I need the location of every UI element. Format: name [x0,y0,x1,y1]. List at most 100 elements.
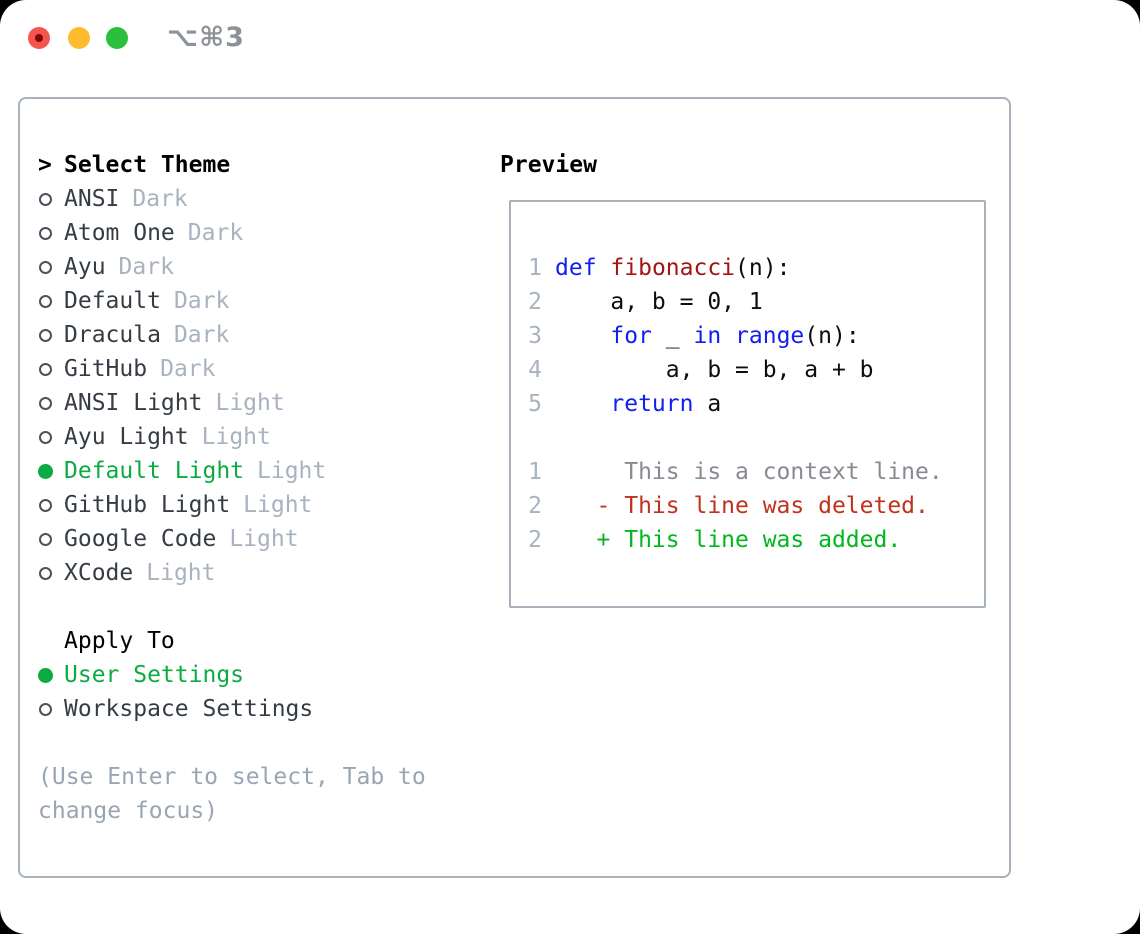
code-content: + This line was added. [555,523,902,557]
code-line: 5 return a [511,387,984,421]
code-token [721,323,735,349]
code-line: 1 def fibonacci(n): [511,251,984,285]
preview-title: Preview [500,152,597,178]
theme-item-ansi-light[interactable]: ANSI Light Light [38,386,478,420]
code-token [555,391,610,417]
theme-item-dracula[interactable]: Dracula Dark [38,318,478,352]
code-line: 2 a, b = 0, 1 [511,285,984,319]
spacer [38,590,478,624]
theme-variant: Light [201,424,271,450]
theme-name: Atom One [64,220,175,246]
theme-variant: Dark [173,322,230,348]
code-line: 1 This is a context line. [511,455,984,489]
code-token: for [610,323,652,349]
theme-name: XCode [64,560,134,586]
theme-variant: Light [257,458,327,484]
theme-variant: Light [229,526,299,552]
radio-icon [39,702,52,716]
radio-icon [39,328,52,342]
theme-variant: Dark [118,254,174,280]
theme-item-google-code[interactable]: Google Code Light [38,522,478,556]
code-content: def fibonacci(n): [555,251,790,285]
select-theme-title: Select Theme [64,152,231,178]
line-number: 1 [528,459,542,485]
code-token: fibonacci [610,255,736,281]
theme-name: Ayu [64,254,106,280]
apply-option-user-settings[interactable]: User Settings [38,658,478,692]
select-theme-header: > Select Theme [38,148,478,182]
code-token: _ [651,323,694,349]
prompt-icon: > [38,152,52,178]
theme-item-default-light[interactable]: Default Light Light [38,454,478,488]
code-preview: 1 def fibonacci(n): 2 a, b = 0, 1 3 for … [511,251,984,557]
theme-list: ANSI Dark Atom One Dark Ayu Dark Default… [38,182,478,590]
theme-item-github[interactable]: GitHub Dark [38,352,478,386]
code-content: return a [555,387,721,421]
preview-box: 1 def fibonacci(n): 2 a, b = 0, 1 3 for … [509,200,986,608]
theme-variant: Dark [173,288,230,314]
radio-icon [39,532,52,546]
theme-variant: Dark [132,186,188,212]
code-content: This is a context line. [555,455,943,489]
apply-to-list: User Settings Workspace Settings [38,658,478,726]
line-number: 4 [528,357,542,383]
theme-item-ayu-light[interactable]: Ayu Light Light [38,420,478,454]
unsaved-dot-icon [35,34,43,42]
code-token: a, b = 0, 1 [555,289,763,315]
theme-name: Google Code [64,526,217,552]
minimize-button[interactable] [68,27,90,49]
radio-icon [38,463,53,479]
line-number: 5 [528,391,542,417]
theme-name: GitHub Light [64,492,231,518]
code-content: a, b = b, a + b [555,353,874,387]
line-number: 2 [528,527,542,553]
theme-name: Ayu Light [64,424,189,450]
code-token: range [735,323,805,349]
radio-icon [39,430,52,444]
code-token [555,323,610,349]
radio-icon [39,566,52,580]
code-token: a [693,391,722,417]
window-shortcut-label: ⌥⌘3 [167,22,245,53]
radio-icon [38,667,53,683]
apply-to-title: Apply To [64,628,175,654]
theme-name: User Settings [64,662,245,688]
theme-item-ayu[interactable]: Ayu Dark [38,250,478,284]
theme-item-ansi[interactable]: ANSI Dark [38,182,478,216]
line-number: 3 [528,323,542,349]
theme-item-xcode[interactable]: XCode Light [38,556,478,590]
line-number: 2 [528,289,542,315]
zoom-button[interactable] [106,27,128,49]
radio-icon [39,260,52,274]
code-content: for _ in range(n): [555,319,860,353]
theme-name: Default [64,288,161,314]
code-line: 2 - This line was deleted. [511,489,984,523]
close-button[interactable] [28,27,50,49]
theme-item-default[interactable]: Default Dark [38,284,478,318]
apply-option-workspace-settings[interactable]: Workspace Settings [38,692,478,726]
code-content: - This line was deleted. [555,489,929,523]
code-token: This is a context line. [555,459,943,485]
theme-item-atom-one[interactable]: Atom One Dark [38,216,478,250]
code-token: (n): [804,323,860,349]
radio-icon [39,226,52,240]
code-line: 2 + This line was added. [511,523,984,557]
theme-item-github-light[interactable]: GitHub Light Light [38,488,478,522]
theme-variant: Light [146,560,216,586]
theme-variant: Dark [187,220,244,246]
radio-icon [39,362,52,376]
radio-icon [39,396,52,410]
theme-name: ANSI Light [64,390,203,416]
code-token: - This line was deleted. [555,493,929,519]
theme-picker-pane: > Select Theme ANSI Dark Atom One Dark A… [38,148,478,828]
radio-icon [39,294,52,308]
theme-name: ANSI [64,186,120,212]
theme-name: Workspace Settings [64,696,314,722]
code-token [597,255,611,281]
theme-name: Default Light [64,458,245,484]
apply-to-header: Apply To [38,624,478,658]
code-token: a, b = b, a + b [555,357,874,383]
line-number: 1 [528,255,542,281]
code-line: 3 for _ in range(n): [511,319,984,353]
